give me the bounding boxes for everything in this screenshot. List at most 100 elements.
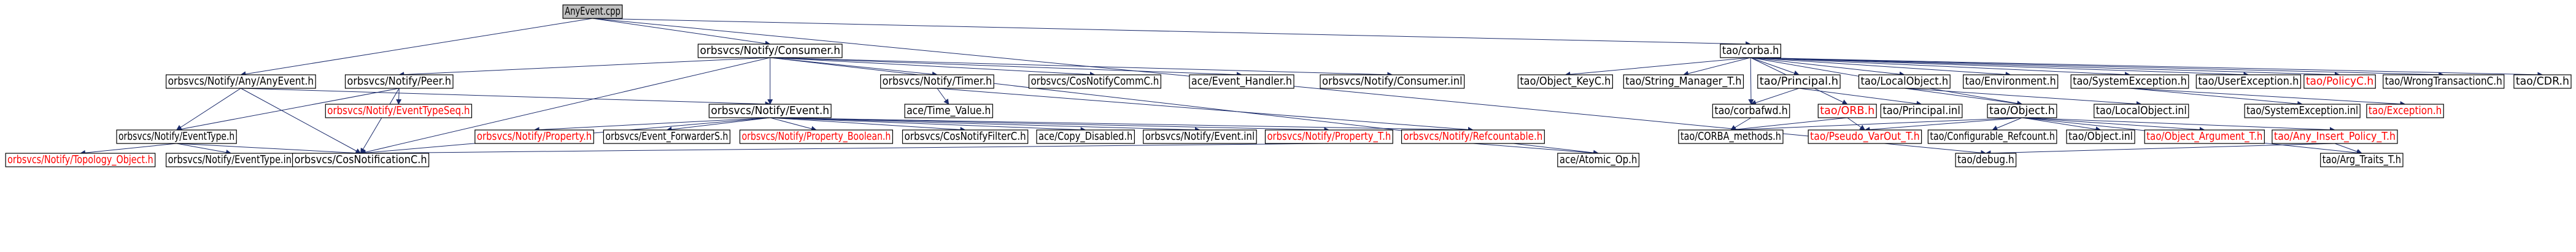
- node-arg-traits-t-h[interactable]: tao/Arg_Traits_T.h: [2320, 153, 2404, 167]
- node-object-keyc-h[interactable]: tao/Object_KeyC.h: [1517, 74, 1613, 89]
- edge-n_event_h-to-n_event_forwarders_h: [666, 117, 770, 132]
- node-box: [904, 104, 993, 118]
- node-systemexception-inl[interactable]: tao/SystemException.inl: [2244, 104, 2361, 118]
- node-exception-h[interactable]: tao/Exception.h: [2366, 104, 2444, 118]
- edge-n_any_insert_policy_t_h-to-n_debug_h: [1985, 143, 2335, 156]
- node-label: tao/LocalObject.h: [1861, 75, 1949, 88]
- node-localobject-inl[interactable]: tao/LocalObject.inl: [2094, 104, 2189, 118]
- node-label: tao/Principal.inl: [1882, 104, 1960, 117]
- edge-n_any_insert_policy_t_h-to-n_arg_traits_t_h: [2334, 143, 2362, 155]
- node-localobject-h[interactable]: tao/LocalObject.h: [1858, 74, 1951, 89]
- node-time-value-h[interactable]: ace/Time_Value.h: [904, 104, 993, 118]
- node-cosnotifycommc-h[interactable]: orbsvcs/CosNotifyCommC.h: [1028, 74, 1161, 89]
- node-object-h[interactable]: tao/Object.h: [1987, 104, 2057, 118]
- node-consumer-inl[interactable]: orbsvcs/Notify/Consumer.inl: [1320, 74, 1465, 89]
- node-box: [1955, 153, 2017, 167]
- node-box: [292, 153, 430, 167]
- node-label: orbsvcs/Notify/Timer.h: [883, 75, 992, 88]
- node-property-t-h[interactable]: orbsvcs/Notify/Property_T.h: [1264, 129, 1393, 144]
- edge-n_anyevent_cpp-to-n_corba_h: [592, 18, 1752, 47]
- node-box: [1517, 74, 1613, 89]
- node-userexception-h[interactable]: tao/UserException.h: [2195, 74, 2302, 89]
- edge-n_event_h-to-n_refcountable_h: [770, 117, 1474, 133]
- node-pseudo-varout-t-h[interactable]: tao/Pseudo_VarOut_T.h: [1808, 129, 1922, 144]
- node-box: [5, 153, 156, 167]
- node-label: tao/Object.inl: [2068, 130, 2133, 143]
- node-any-insert-policy-t-h[interactable]: tao/Any_Insert_Policy_T.h: [2272, 129, 2398, 144]
- node-principal-h[interactable]: tao/Principal.h: [1757, 74, 1841, 89]
- node-principal-inl[interactable]: tao/Principal.inl: [1880, 104, 1963, 118]
- node-label: tao/String_Manager_T.h: [1625, 75, 1741, 88]
- node-wrongtransactionc-h[interactable]: tao/WrongTransactionC.h: [2383, 74, 2505, 89]
- node-box: [739, 129, 893, 144]
- node-cdr-h[interactable]: tao/CDR.h: [2513, 74, 2572, 89]
- node-label: tao/LocalObject.inl: [2096, 104, 2187, 117]
- node-label: orbsvcs/Notify/Property.h: [477, 130, 592, 143]
- node-box: [2195, 74, 2302, 89]
- node-debug-h[interactable]: tao/debug.h: [1955, 153, 2017, 167]
- node-cosnotifyfilterc-h[interactable]: orbsvcs/CosNotifyFilterC.h: [902, 129, 1029, 144]
- edge-n_principal_h-to-n_principal_inl: [1798, 88, 1922, 107]
- node-label: tao/corba.h: [1722, 44, 1779, 57]
- edge-n_object_h-to-n_object_inl: [2022, 117, 2102, 132]
- node-label: tao/Principal.h: [1760, 75, 1838, 88]
- node-event-forwarders-h[interactable]: orbsvcs/Event_ForwarderS.h: [603, 129, 730, 144]
- edge-n_event_h-to-n_property_t_h: [770, 117, 1330, 133]
- node-label: tao/Exception.h: [2369, 104, 2442, 117]
- node-configurable-refcount-h[interactable]: tao/Configurable_Refcount.h: [1927, 129, 2057, 144]
- node-copy-disabled-h[interactable]: ace/Copy_Disabled.h: [1036, 129, 1135, 144]
- node-box: [1143, 129, 1257, 144]
- edge-n_corba_h-to-n_object_keyc_h: [1565, 57, 1751, 77]
- node-corba-methods-h[interactable]: tao/CORBA_methods.h: [1678, 129, 1784, 144]
- node-label: orbsvcs/Notify/Event.h: [711, 104, 829, 117]
- node-refcountable-h[interactable]: orbsvcs/Notify/Refcountable.h: [1401, 129, 1545, 144]
- node-box: [1401, 129, 1545, 144]
- node-label: tao/CORBA_methods.h: [1681, 130, 1781, 143]
- node-corba-h[interactable]: tao/corba.h: [1720, 44, 1781, 58]
- node-label: ace/Copy_Disabled.h: [1039, 130, 1132, 143]
- node-label: tao/Any_Insert_Policy_T.h: [2274, 130, 2396, 143]
- node-property-boolean-h[interactable]: orbsvcs/Notify/Property_Boolean.h: [739, 129, 893, 144]
- node-box: [2070, 74, 2189, 89]
- node-systemexception-h[interactable]: tao/SystemException.h: [2070, 74, 2189, 89]
- node-anyevent-cpp[interactable]: AnyEvent.cpp: [562, 4, 623, 19]
- node-property-h[interactable]: orbsvcs/Notify/Property.h: [474, 129, 594, 144]
- edge-n_peer_h-to-n_cosnotificationc_h: [360, 88, 400, 154]
- node-box: [1036, 129, 1135, 144]
- node-eventtypeseq-h[interactable]: orbsvcs/Notify/EventTypeSeq.h: [325, 104, 473, 118]
- node-orb-h[interactable]: tao/ORB.h: [1817, 104, 1877, 118]
- node-box: [1963, 74, 2059, 89]
- node-box: [2366, 104, 2444, 118]
- node-timer-h[interactable]: orbsvcs/Notify/Timer.h: [880, 74, 994, 89]
- node-corbafwd-h[interactable]: tao/corbafwd.h: [1712, 104, 1790, 118]
- node-consumer-h[interactable]: orbsvcs/Notify/Consumer.h: [697, 44, 843, 58]
- node-policyc-h[interactable]: tao/PolicyC.h: [2303, 74, 2376, 89]
- node-atomic-op-h[interactable]: ace/Atomic_Op.h: [1557, 153, 1639, 167]
- node-any-anyevent-h[interactable]: orbsvcs/Notify/Any/AnyEvent.h: [166, 74, 316, 89]
- node-cosnotificationc-h[interactable]: orbsvcs/CosNotificationC.h: [292, 153, 430, 167]
- node-eventtype-inl[interactable]: orbsvcs/Notify/EventType.inl: [166, 153, 296, 167]
- node-label: tao/WrongTransactionC.h: [2385, 75, 2502, 88]
- node-label: tao/Pseudo_VarOut_T.h: [1810, 130, 1919, 143]
- node-box: [697, 44, 843, 58]
- node-environment-h[interactable]: tao/Environment.h: [1963, 74, 2059, 89]
- node-topology-object-h[interactable]: orbsvcs/Notify/Topology_Object.h: [5, 153, 156, 167]
- node-label: orbsvcs/Notify/Property_Boolean.h: [741, 130, 891, 143]
- node-box: [1623, 74, 1744, 89]
- node-string-manager-t-h[interactable]: tao/String_Manager_T.h: [1623, 74, 1744, 89]
- node-eventtype-h[interactable]: orbsvcs/Notify/EventType.h: [116, 129, 237, 144]
- node-box: [2513, 74, 2572, 89]
- node-event-h[interactable]: orbsvcs/Notify/Event.h: [708, 104, 832, 118]
- node-label: tao/SystemException.h: [2073, 75, 2187, 88]
- node-box: [325, 104, 473, 118]
- node-label: tao/PolicyC.h: [2306, 75, 2373, 88]
- node-object-argument-t-h[interactable]: tao/Object_Argument_T.h: [2144, 129, 2265, 144]
- node-label: orbsvcs/Event_ForwarderS.h: [605, 130, 728, 143]
- node-event-inl[interactable]: orbsvcs/Notify/Event.inl: [1143, 129, 1257, 144]
- node-box: [2272, 129, 2398, 144]
- node-event-handler-h[interactable]: ace/Event_Handler.h: [1189, 74, 1294, 89]
- edge-n_corba_h-to-n_wrongtransactionc_h: [1750, 57, 2445, 78]
- node-box: [166, 74, 316, 89]
- node-object-inl[interactable]: tao/Object.inl: [2066, 129, 2135, 144]
- node-peer-h[interactable]: orbsvcs/Notify/Peer.h: [344, 74, 454, 89]
